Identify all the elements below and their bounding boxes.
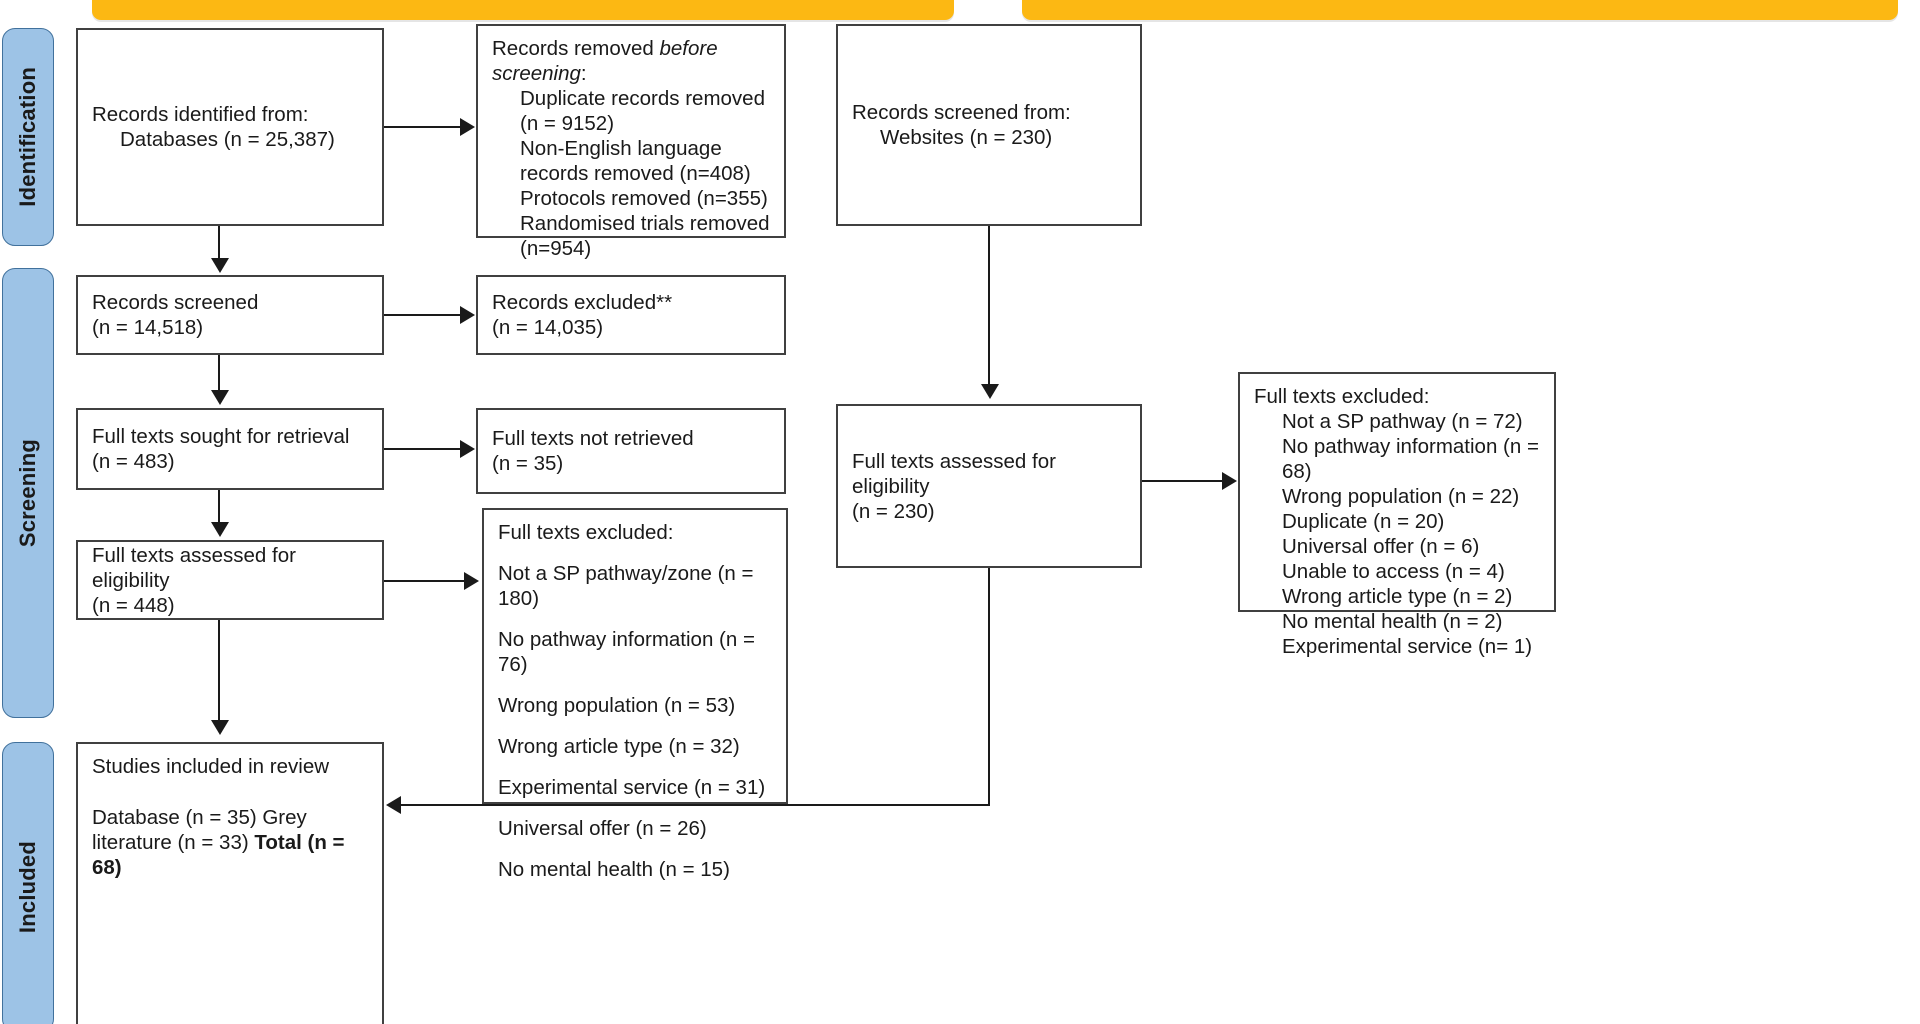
records-identified-title: Records identified from: [92,103,309,126]
arrowhead-identified-to-removed [460,118,475,136]
box-full-texts-assessed: Full texts assessed for eligibility (n =… [76,540,384,620]
web-full-texts-assessed-line1: Full texts assessed for eligibility [852,449,1062,498]
studies-included-line1: Studies included in review [92,755,330,778]
banner-bar-left [92,0,954,20]
connector-assessed-to-included [218,620,221,724]
full-texts-excluded-item: Wrong article type (n = 32) [498,735,740,758]
arrowhead-screened-to-sought [211,390,229,405]
phase-tab-identification: Identification [2,28,54,246]
records-removed-item: Non-English language records removed (n=… [520,137,751,185]
box-studies-included: Studies included in review Database (n =… [76,742,384,1024]
records-screened-line1: Records screened [92,291,259,314]
records-removed-item: Protocols removed (n=355) [520,187,768,210]
banner-bar-right [1022,0,1898,20]
full-texts-not-retrieved-line1: Full texts not retrieved [492,427,694,450]
records-removed-item: Randomised trials removed (n=954) [520,212,776,260]
arrowhead-assessed-to-included [211,720,229,735]
connector-web-assessed-to-web-excluded [1142,480,1224,483]
arrowhead-sought-to-assessed [211,522,229,537]
records-excluded-line1: Records excluded** [492,291,673,314]
connector-screened-to-sought [218,355,221,391]
phase-label-included: Included [15,840,40,934]
connector-sought-to-not-retrieved [384,448,462,451]
box-web-full-texts-assessed: Full texts assessed for eligibility (n =… [836,404,1142,568]
full-texts-excluded-item: Experimental service (n = 31) [498,776,766,799]
full-texts-sought-line1: Full texts sought for retrieval [92,425,350,448]
arrowhead-screened-to-excluded [460,306,475,324]
full-texts-assessed-line1: Full texts assessed for eligibility [92,543,302,592]
arrowhead-assessed-to-excluded [464,572,479,590]
records-removed-heading-italic: before screening [492,37,724,85]
connector-web-to-included-horizontal [400,804,990,807]
box-full-texts-excluded: Full texts excluded: Not a SP pathway/zo… [482,508,788,881]
phase-label-screening: Screening [15,438,40,548]
studies-included-line2: Database (n = 35) Grey literature (n = 3… [92,805,368,880]
web-full-texts-excluded-item: Wrong population (n = 22) [1282,485,1520,508]
studies-included-counts: Database (n = 35) Grey literature (n = 3… [92,806,313,854]
box-records-excluded: Records excluded** (n = 14,035) [476,275,786,355]
arrowhead-sought-to-not-retrieved [460,440,475,458]
web-full-texts-excluded-item: No mental health (n = 2) [1282,610,1503,633]
full-texts-not-retrieved-line2: (n = 35) [492,452,564,475]
websites-title: Records screened from: [852,101,1071,124]
records-excluded-line2: (n = 14,035) [492,316,604,339]
full-texts-excluded-item: Not a SP pathway/zone (n = 180) [498,562,760,610]
phase-label-identification: Identification [15,67,40,207]
box-web-full-texts-excluded: Full texts excluded: Not a SP pathway (n… [1238,372,1556,658]
full-texts-excluded-item: No pathway information (n = 76) [498,628,761,676]
box-records-removed-before-screening: Records removed before screening: Duplic… [476,24,786,260]
records-removed-item: Duplicate records removed (n = 9152) [520,87,771,135]
web-full-texts-excluded-item: Duplicate (n = 20) [1282,510,1445,533]
web-full-texts-excluded-item: Not a SP pathway (n = 72) [1282,410,1523,433]
arrowhead-web-assessed-to-web-excluded [1222,472,1237,490]
connector-websites-to-web-assessed [988,226,991,386]
records-identified-databases: Databases (n = 25,387) [120,128,335,151]
connector-identified-to-screened [218,226,221,261]
connector-identified-to-removed [384,126,462,129]
full-texts-excluded-heading: Full texts excluded: [498,521,674,544]
web-full-texts-excluded-item: No pathway information (n = 68) [1282,435,1545,483]
connector-screened-to-excluded [384,314,462,317]
web-full-texts-excluded-heading: Full texts excluded: [1254,385,1430,408]
studies-included-total: Total (n = 68) [92,831,351,879]
full-texts-sought-line2: (n = 483) [92,450,175,473]
box-records-identified: Records identified from: Databases (n = … [76,28,384,226]
web-full-texts-excluded-item: Universal offer (n = 6) [1282,535,1480,558]
websites-count: Websites (n = 230) [880,126,1053,149]
arrowhead-websites-to-web-assessed [981,384,999,399]
box-records-screened: Records screened (n = 14,518) [76,275,384,355]
full-texts-excluded-item: Universal offer (n = 26) [498,817,707,840]
full-texts-excluded-item: No mental health (n = 15) [498,858,730,881]
web-full-texts-assessed-line2: (n = 230) [852,499,935,523]
connector-sought-to-assessed [218,490,221,526]
full-texts-excluded-item: Wrong population (n = 53) [498,694,736,717]
arrowhead-web-to-included [386,796,401,814]
phase-tab-screening: Screening [2,268,54,718]
web-full-texts-excluded-item: Unable to access (n = 4) [1282,560,1505,583]
connector-web-assessed-down [988,568,991,806]
box-records-screened-from-websites: Records screened from: Websites (n = 230… [836,24,1142,226]
box-full-texts-sought: Full texts sought for retrieval (n = 483… [76,408,384,490]
connector-assessed-to-excluded [384,580,466,583]
phase-tab-included: Included [2,742,54,1024]
arrowhead-identified-to-screened [211,258,229,273]
web-full-texts-excluded-item: Wrong article type (n = 2) [1282,585,1513,608]
box-full-texts-not-retrieved: Full texts not retrieved (n = 35) [476,408,786,494]
records-removed-heading-post: : [580,62,587,85]
full-texts-assessed-line2: (n = 448) [92,593,175,617]
records-removed-heading: Records removed before screening: [492,36,770,86]
records-removed-heading-pre: Records removed [492,37,660,60]
web-full-texts-excluded-item: Experimental service (n= 1) [1282,635,1533,658]
records-screened-line2: (n = 14,518) [92,316,204,339]
